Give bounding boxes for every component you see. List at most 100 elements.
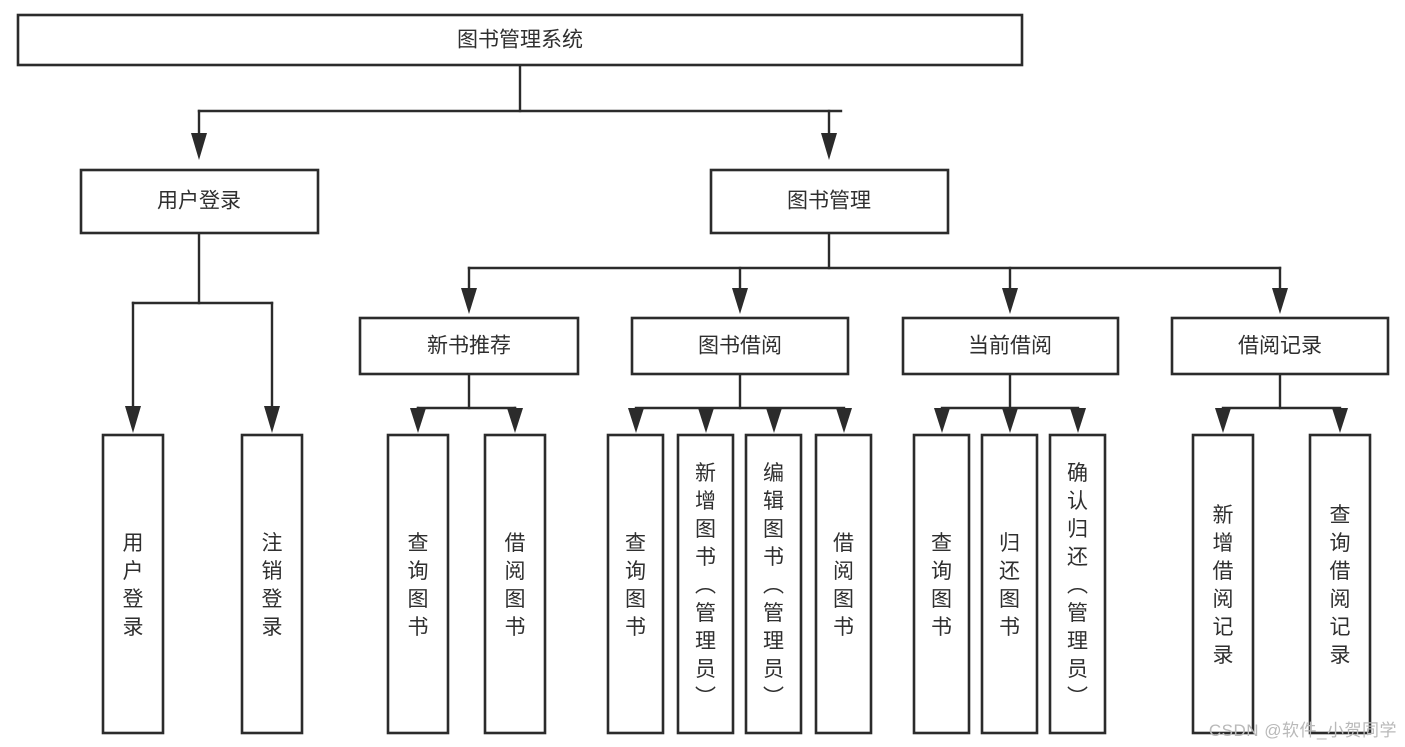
leaf-box-borrow-book-nbr[interactable] [483,433,547,735]
leaf-label-char: 借 [833,532,854,555]
leaf-label-char: ︵ [695,574,716,597]
leaf-label-char: 借 [1213,560,1234,583]
leaf-label-char: 归 [999,532,1020,555]
leaf-label-char: 用 [123,532,144,555]
node-book-borrow-box[interactable] [630,316,850,376]
leaf-label-char: 询 [931,560,952,583]
node-root-box[interactable] [16,13,1024,67]
leaf-label-char: 理 [695,630,716,653]
leaf-label-char: 辑 [763,490,784,513]
arrow-head-icon [507,408,523,433]
leaf-label-char: 员 [1067,658,1088,681]
leaf-box-query-book-nbr[interactable] [386,433,450,735]
leaf-box-logout[interactable] [240,433,304,735]
leaf-label-char: 确 [1067,462,1088,485]
leaf-box-query-book-bb[interactable] [606,433,665,735]
leaf-label-char: 图 [931,588,952,611]
leaf-box-edit-book-admin[interactable] [744,433,803,735]
leaf-label-char: 图 [763,518,784,541]
node-book-management-box[interactable] [709,168,950,235]
arrow-head-icon [191,133,207,160]
leaf-label-char: 理 [1067,630,1088,653]
leaf-box-add-borrow-record[interactable] [1191,433,1255,735]
leaf-label-char: 员 [763,658,784,681]
leaf-label-char: ︵ [1067,574,1088,597]
node-borrow-records-box[interactable] [1170,316,1390,376]
leaf-box-query-book-cb[interactable] [912,433,971,735]
leaf-label-char: 图 [695,518,716,541]
node-book-borrow-label: 图书借阅 [698,335,782,358]
leaf-label-char: ︶ [695,686,716,709]
arrow-head-icon [1332,408,1348,433]
leaf-box-return-book[interactable] [980,433,1039,735]
node-borrow-records[interactable]: 借阅记录 [1170,316,1390,376]
node-user-login[interactable]: 用户登录 [79,168,320,235]
leaf-label-char: 录 [262,616,283,639]
leaf-label-char: 户 [123,560,144,583]
leaf-label-char: 图 [505,588,526,611]
leaf-label-char: 书 [999,616,1020,639]
leaf-label-char: 新 [1213,504,1234,527]
leaf-label-char: 销 [262,560,283,583]
leaf-label-char: 新 [695,462,716,485]
leaf-label-char: ︶ [763,686,784,709]
leaf-label-char: 编 [763,462,784,485]
leaf-box-confirm-return-admin[interactable] [1048,433,1107,735]
leaf-label-char: 图 [999,588,1020,611]
leaf-label-char: 增 [1213,532,1234,555]
arrow-head-icon [1002,288,1018,314]
arrow-head-icon [264,406,280,433]
leaf-label-char: 询 [408,560,429,583]
leaf-box-user-login[interactable] [101,433,165,735]
arrow-head-icon [628,408,644,433]
arrow-head-icon [698,408,714,433]
leaf-label-char: 录 [1213,644,1234,667]
leaf-label-char: 书 [408,616,429,639]
leaf-label-char: 登 [123,588,144,611]
arrow-head-icon [410,408,426,433]
node-book-management[interactable]: 图书管理 [709,168,950,235]
leaf-label-char: 阅 [1213,588,1234,611]
leaf-box-query-borrow-record[interactable] [1308,433,1372,735]
leaf-label-char: 记 [1330,616,1351,639]
leaf-label-char: 记 [1213,616,1234,639]
node-new-book-recommend-box[interactable] [358,316,580,376]
leaf-label-char: ︵ [763,574,784,597]
leaf-label-char: 理 [763,630,784,653]
connector-group-book-borrow [628,372,852,433]
connector-group-root [191,63,843,160]
leaf-label-char: 查 [931,532,952,555]
arrow-head-icon [125,406,141,433]
node-book-borrow[interactable]: 图书借阅 [630,316,850,376]
arrow-head-icon [1215,408,1231,433]
arrow-head-icon [461,288,477,314]
leaf-label-char: 图 [833,588,854,611]
leaf-label-char: 书 [931,616,952,639]
leaf-label-char: 借 [1330,560,1351,583]
leaf-label-char: ︶ [1067,686,1088,709]
node-new-book-recommend[interactable]: 新书推荐 [358,316,580,376]
leaf-label-char: 书 [833,616,854,639]
leaf-label-char: 管 [763,602,784,625]
connector-group-user-login [125,231,280,433]
connector-group-book-mgmt [461,231,1288,314]
node-user-login-box[interactable] [79,168,320,235]
leaf-box-add-book-admin[interactable] [676,433,735,735]
node-root-label: 图书管理系统 [457,29,583,52]
leaf-label-char: 录 [1330,644,1351,667]
node-root[interactable]: 图书管理系统 [16,13,1024,67]
leaf-label-char: 管 [1067,602,1088,625]
leaf-label-char: 登 [262,588,283,611]
node-current-borrow-box[interactable] [901,316,1120,376]
leaf-box-borrow-book-bb[interactable] [814,433,873,735]
node-current-borrow[interactable]: 当前借阅 [901,316,1120,376]
leaf-label-char: 员 [695,658,716,681]
